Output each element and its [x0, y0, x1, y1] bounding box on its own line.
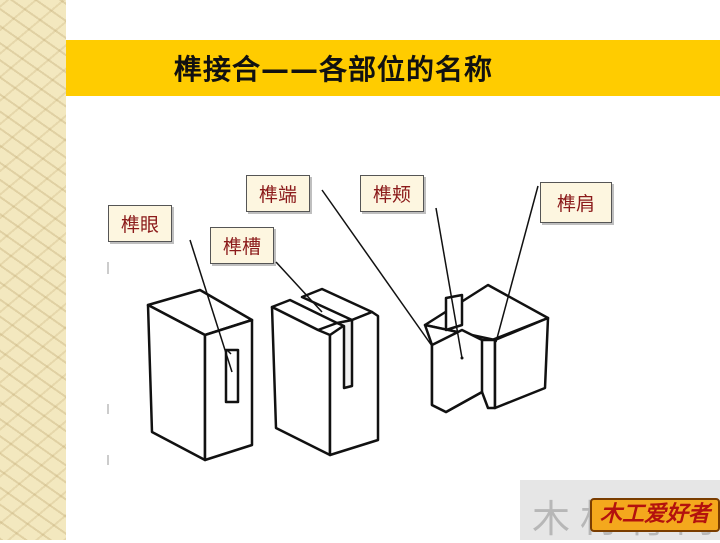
tenon-side-face — [430, 328, 484, 414]
leader-tenon-end — [321, 189, 433, 347]
label-mortise: 榫眼 — [108, 205, 173, 242]
title-bar: 榫接合——各部位的名称 — [66, 40, 720, 96]
tenon-block-front-face — [493, 316, 550, 410]
leader-mortise — [189, 239, 233, 373]
label-slot: 榫槽 — [210, 227, 275, 264]
mortise-hole — [224, 348, 240, 404]
mortise-block-front-face — [203, 318, 254, 462]
decorative-side-strip — [0, 0, 66, 540]
page-title: 榫接合——各部位的名称 — [174, 53, 494, 86]
leader-slot — [275, 261, 323, 313]
label-shoulder: 榫肩 — [540, 182, 613, 223]
slot-block-front-face — [328, 310, 380, 457]
tenon-cheek-point — [460, 356, 464, 360]
watermark-logo: 木工爱好者 — [590, 498, 720, 532]
leader-tenon-cheek — [435, 207, 463, 359]
mortise-block — [146, 288, 254, 462]
tenon-block — [423, 283, 550, 414]
label-tenon-end: 榫端 — [246, 175, 311, 212]
label-tenon-cheek: 榫颊 — [360, 175, 425, 212]
slot-opening — [335, 318, 354, 390]
slot-block — [270, 287, 380, 457]
watermark: 木材育网 木工爱好者 — [520, 480, 720, 541]
leader-shoulder — [495, 185, 539, 343]
